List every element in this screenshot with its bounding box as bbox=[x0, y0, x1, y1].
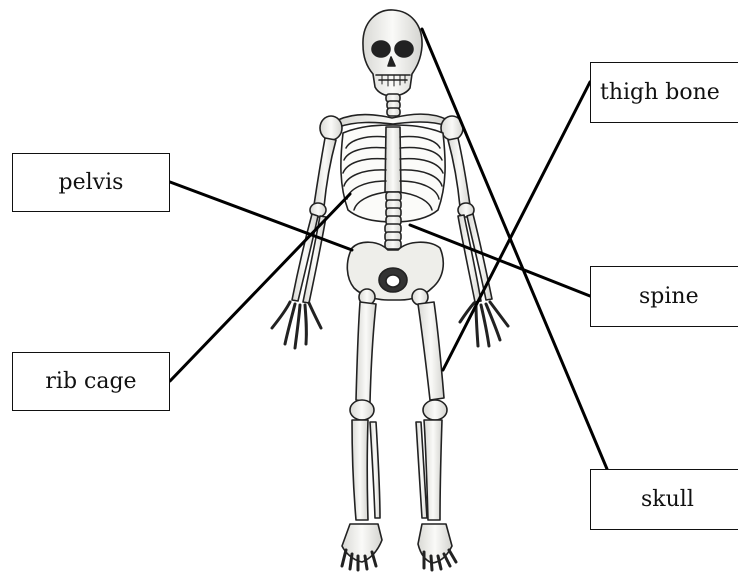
connector-line bbox=[170, 194, 350, 381]
label-text-skull: skull bbox=[641, 487, 694, 512]
neck-drawing bbox=[386, 94, 400, 116]
label-box-pelvis: pelvis bbox=[12, 153, 170, 212]
label-text-pelvis: pelvis bbox=[59, 170, 124, 195]
spine-drawing bbox=[385, 192, 401, 249]
pelvis-drawing bbox=[347, 242, 443, 305]
skull-drawing bbox=[363, 10, 422, 96]
connector-line bbox=[422, 29, 607, 469]
label-box-skull: skull bbox=[590, 469, 738, 530]
label-box-rib-cage: rib cage bbox=[12, 352, 170, 411]
label-box-thigh-bone: thigh bone bbox=[590, 62, 738, 123]
label-text-spine: spine bbox=[639, 284, 699, 309]
legs-drawing bbox=[342, 302, 456, 570]
label-text-thigh-bone: thigh bone bbox=[600, 80, 720, 105]
label-text-rib-cage: rib cage bbox=[45, 369, 136, 394]
label-box-spine: spine bbox=[590, 266, 738, 327]
